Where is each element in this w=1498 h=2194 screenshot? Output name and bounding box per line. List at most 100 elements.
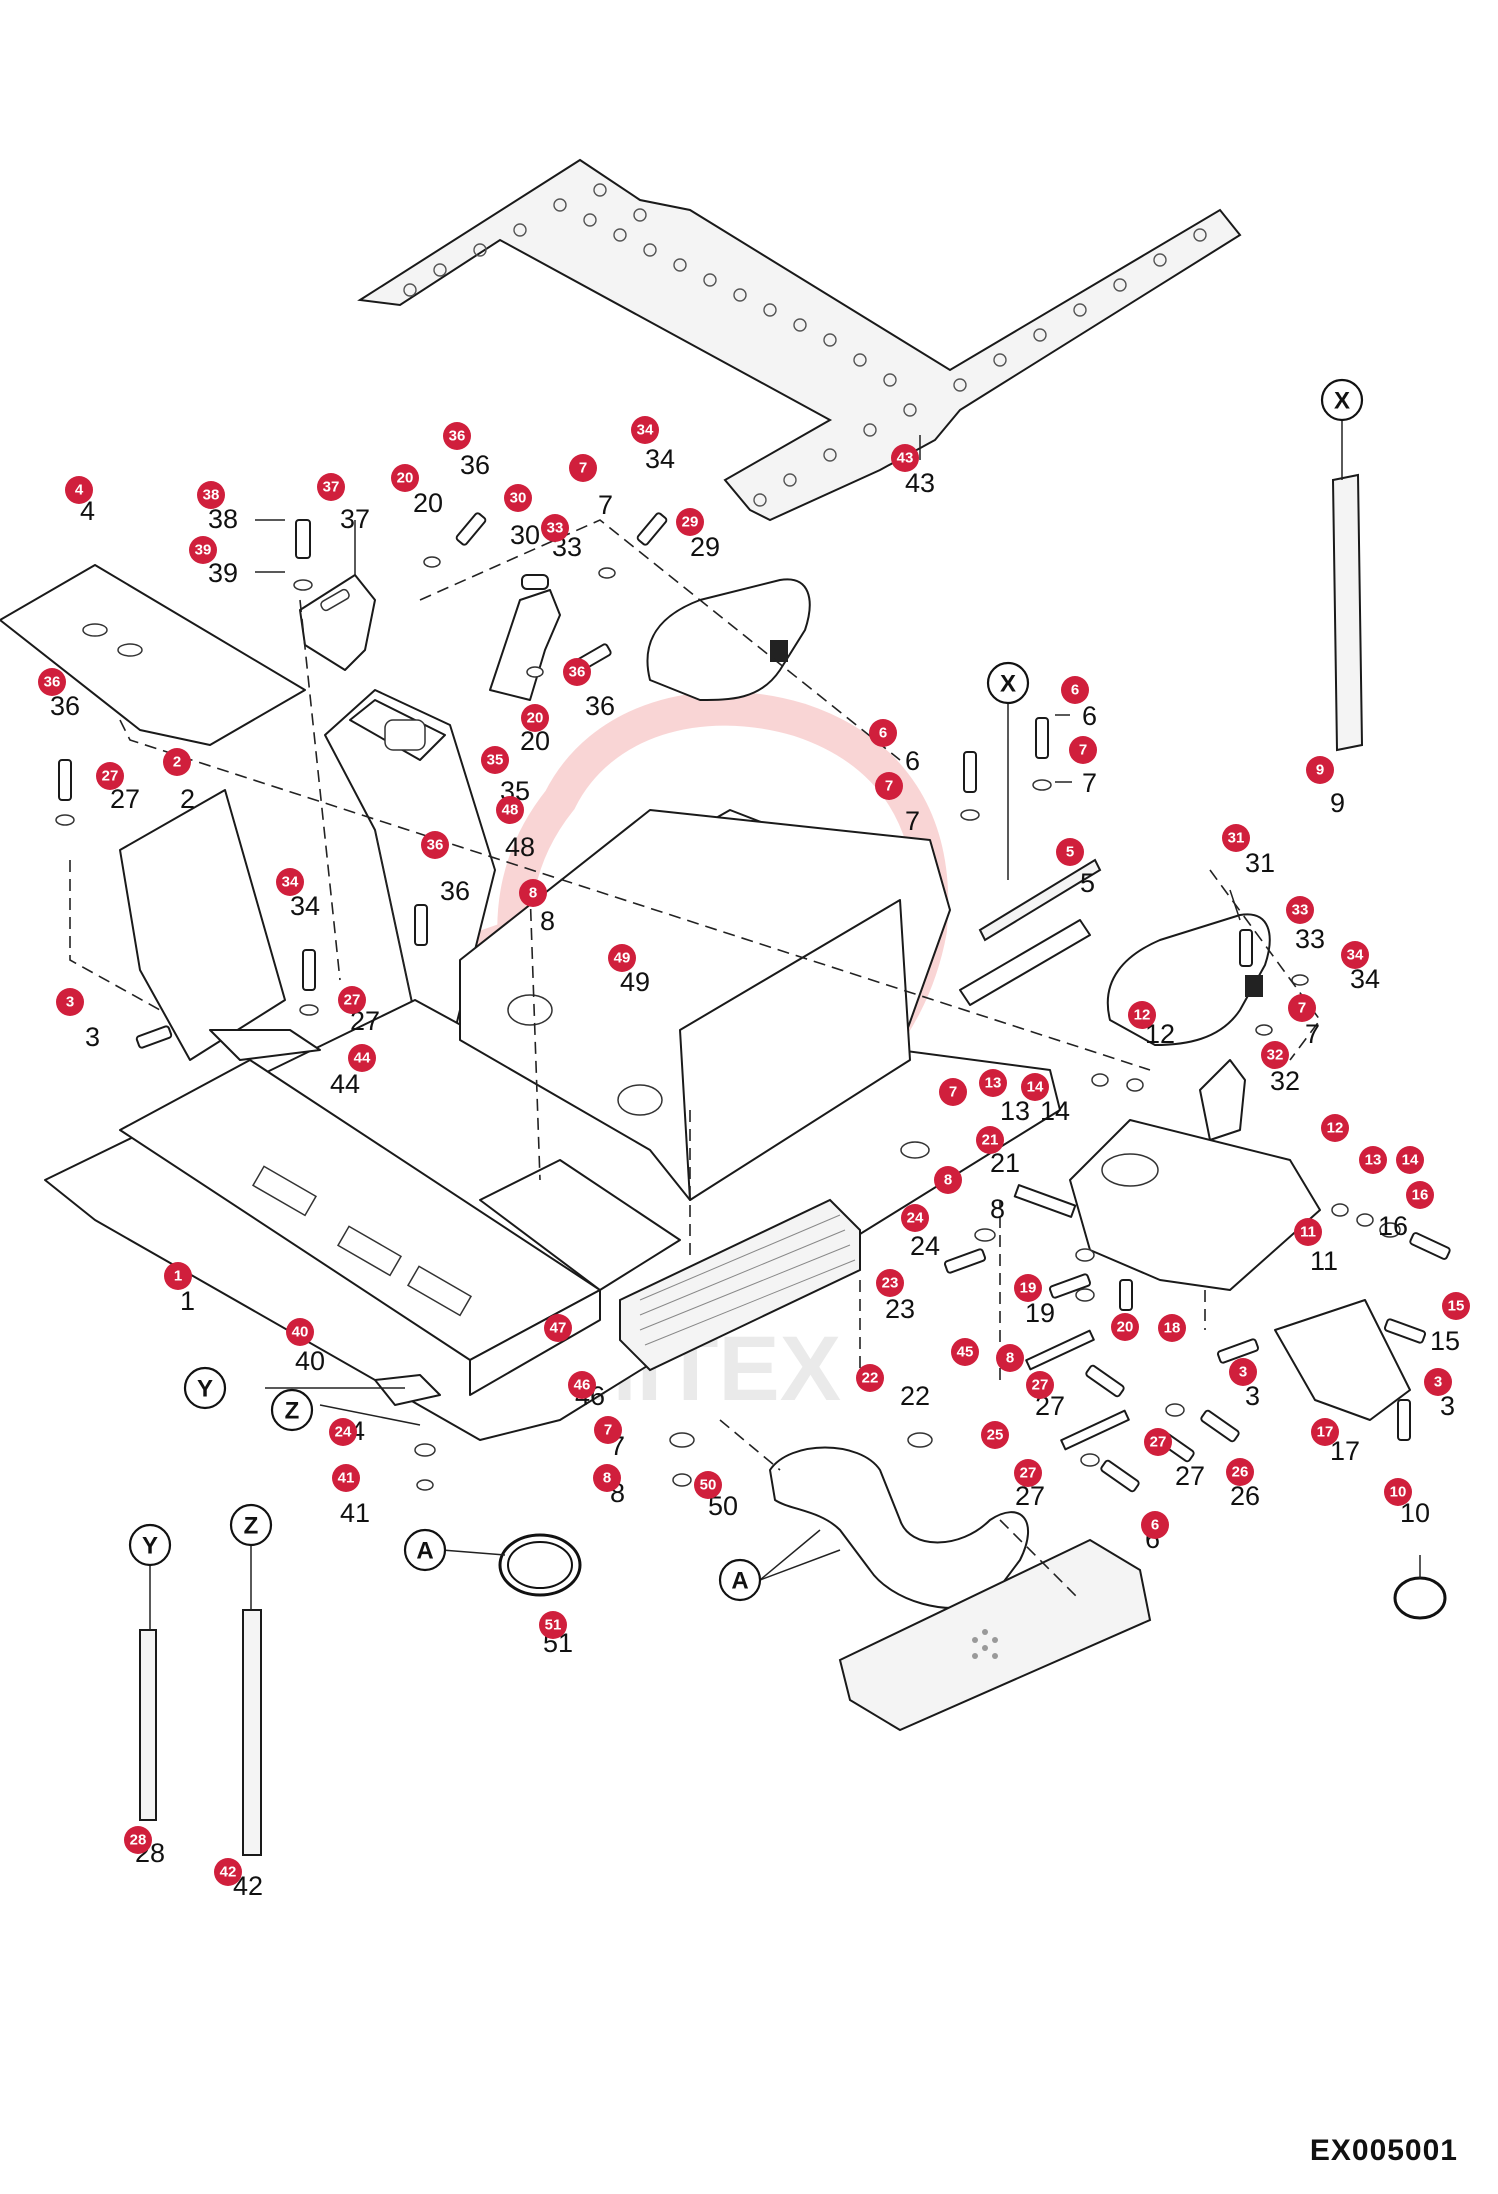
- part-number: 31: [1245, 848, 1275, 878]
- part-number: 27: [1175, 1461, 1205, 1491]
- callout-badge: 10: [1384, 1478, 1412, 1506]
- svg-text:A: A: [731, 1568, 748, 1595]
- svg-text:20: 20: [527, 710, 544, 727]
- callout-badge: 13: [979, 1069, 1007, 1097]
- callout-badge: 40: [286, 1318, 314, 1346]
- callout-badge: 36: [38, 668, 66, 696]
- duct-50: [769, 1446, 1030, 1609]
- plate-37: [299, 574, 376, 671]
- callout-badge: 18: [1158, 1314, 1186, 1342]
- part-number: 1: [180, 1286, 195, 1316]
- callout-badge: 5: [1056, 838, 1084, 866]
- callout-badge: 43: [891, 444, 919, 472]
- part-number: 15: [1430, 1326, 1460, 1356]
- svg-text:45: 45: [957, 1344, 974, 1361]
- svg-text:8: 8: [1006, 1350, 1014, 1367]
- svg-text:7: 7: [1079, 742, 1087, 759]
- part-number: 36: [440, 876, 470, 906]
- svg-text:12: 12: [1134, 1007, 1151, 1024]
- part-number: 2: [180, 784, 195, 814]
- callout-badge: 8: [519, 879, 547, 907]
- part-number: 36: [585, 691, 615, 721]
- part-number: 44: [330, 1069, 360, 1099]
- svg-text:X: X: [1000, 671, 1016, 698]
- callout-badge: 28: [124, 1826, 152, 1854]
- svg-text:21: 21: [982, 1132, 999, 1149]
- svg-text:24: 24: [335, 1424, 352, 1441]
- svg-text:7: 7: [579, 460, 587, 477]
- callout-badge: 36: [563, 658, 591, 686]
- part-number: 6: [1082, 701, 1097, 731]
- svg-text:27: 27: [102, 768, 119, 785]
- callout-badge: 8: [934, 1166, 962, 1194]
- ref-mark-y-left: Y: [183, 1366, 227, 1410]
- svg-text:25: 25: [987, 1427, 1004, 1444]
- svg-text:19: 19: [1020, 1280, 1037, 1297]
- part-number: 39: [208, 558, 238, 588]
- callout-badge: 34: [631, 416, 659, 444]
- callout-badge: 12: [1321, 1114, 1349, 1142]
- svg-text:8: 8: [529, 885, 537, 902]
- svg-text:16: 16: [1412, 1187, 1429, 1204]
- callout-badge: 45: [951, 1338, 979, 1366]
- rod-28: [139, 1629, 157, 1821]
- shield-2: [119, 789, 286, 1061]
- part-number: 13: [1000, 1096, 1030, 1126]
- svg-text:Y: Y: [197, 1376, 213, 1403]
- ref-mark-z-left: Z: [270, 1388, 314, 1432]
- part-number: 36: [50, 691, 80, 721]
- callout-badge: 7: [569, 454, 597, 482]
- svg-text:24: 24: [907, 1210, 924, 1227]
- part-number: 9: [1330, 788, 1345, 818]
- callout-badge: 22: [856, 1364, 884, 1392]
- callout-badge: 4: [65, 476, 93, 504]
- svg-text:6: 6: [1151, 1517, 1159, 1534]
- callout-badge: 3: [56, 988, 84, 1016]
- svg-text:Y: Y: [142, 1533, 158, 1560]
- svg-text:8: 8: [603, 1470, 611, 1487]
- callout-badge: 34: [276, 868, 304, 896]
- part-number: 32: [1270, 1066, 1300, 1096]
- callout-badge: 32: [1261, 1041, 1289, 1069]
- part-number: 22: [900, 1381, 930, 1411]
- clamp-51: [498, 1533, 582, 1597]
- callout-badge: 26: [1226, 1458, 1254, 1486]
- callout-badge: 48: [496, 796, 524, 824]
- part-number: 4: [80, 496, 95, 526]
- callout-badge: 6: [1141, 1511, 1169, 1539]
- svg-text:29: 29: [682, 514, 699, 531]
- svg-text:34: 34: [1347, 947, 1364, 964]
- svg-text:27: 27: [344, 992, 361, 1009]
- svg-text:27: 27: [1032, 1377, 1049, 1394]
- callout-badge: 30: [504, 484, 532, 512]
- svg-text:10: 10: [1390, 1484, 1407, 1501]
- housing: [459, 809, 951, 1201]
- callout-badge: 38: [197, 481, 225, 509]
- callout-badge: 42: [214, 1858, 242, 1886]
- part-number: 7: [1082, 768, 1097, 798]
- svg-text:35: 35: [487, 752, 504, 769]
- part-number: 19: [1025, 1298, 1055, 1328]
- svg-text:6: 6: [879, 725, 887, 742]
- svg-text:41: 41: [338, 1470, 355, 1487]
- svg-text:12: 12: [1327, 1120, 1344, 1137]
- part-number: 3: [1440, 1391, 1455, 1421]
- svg-text:7: 7: [885, 778, 893, 795]
- callout-badge: 36: [421, 831, 449, 859]
- part-number: 8: [540, 906, 555, 936]
- callout-badge: 11: [1294, 1218, 1322, 1246]
- callout-badge: 25: [981, 1421, 1009, 1449]
- part-number: 41: [340, 1498, 370, 1528]
- part-number: 20: [413, 488, 443, 518]
- callout-badge: 27: [96, 762, 124, 790]
- svg-text:17: 17: [1317, 1424, 1334, 1441]
- svg-text:28: 28: [130, 1832, 147, 1849]
- part-number: 49: [620, 967, 650, 997]
- clamp-10: [1393, 1576, 1447, 1620]
- svg-text:13: 13: [1365, 1152, 1382, 1169]
- part-number: 14: [1040, 1096, 1070, 1126]
- mesh-23: [619, 1198, 861, 1372]
- part-number: 38: [208, 504, 238, 534]
- lower-plate: [838, 1538, 1152, 1732]
